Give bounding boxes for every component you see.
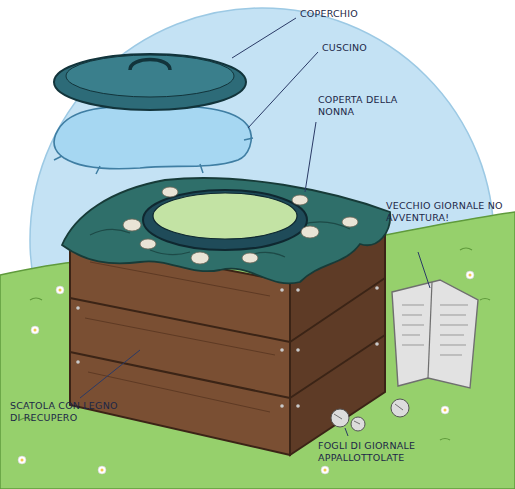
part-label: COPERCHIO — [300, 8, 410, 20]
part-label: SCATOLA CON LEGNO DI RECUPERO — [10, 400, 120, 424]
part-label: COPERTA DELLA NONNA — [318, 94, 404, 118]
part-label: CUSCINO — [322, 42, 412, 54]
part-label: FOGLI DI GIORNALE APPALLOTTOLATE — [318, 440, 468, 464]
part-label: VECCHIO GIORNALE NO AVVENTURA! — [386, 200, 504, 224]
